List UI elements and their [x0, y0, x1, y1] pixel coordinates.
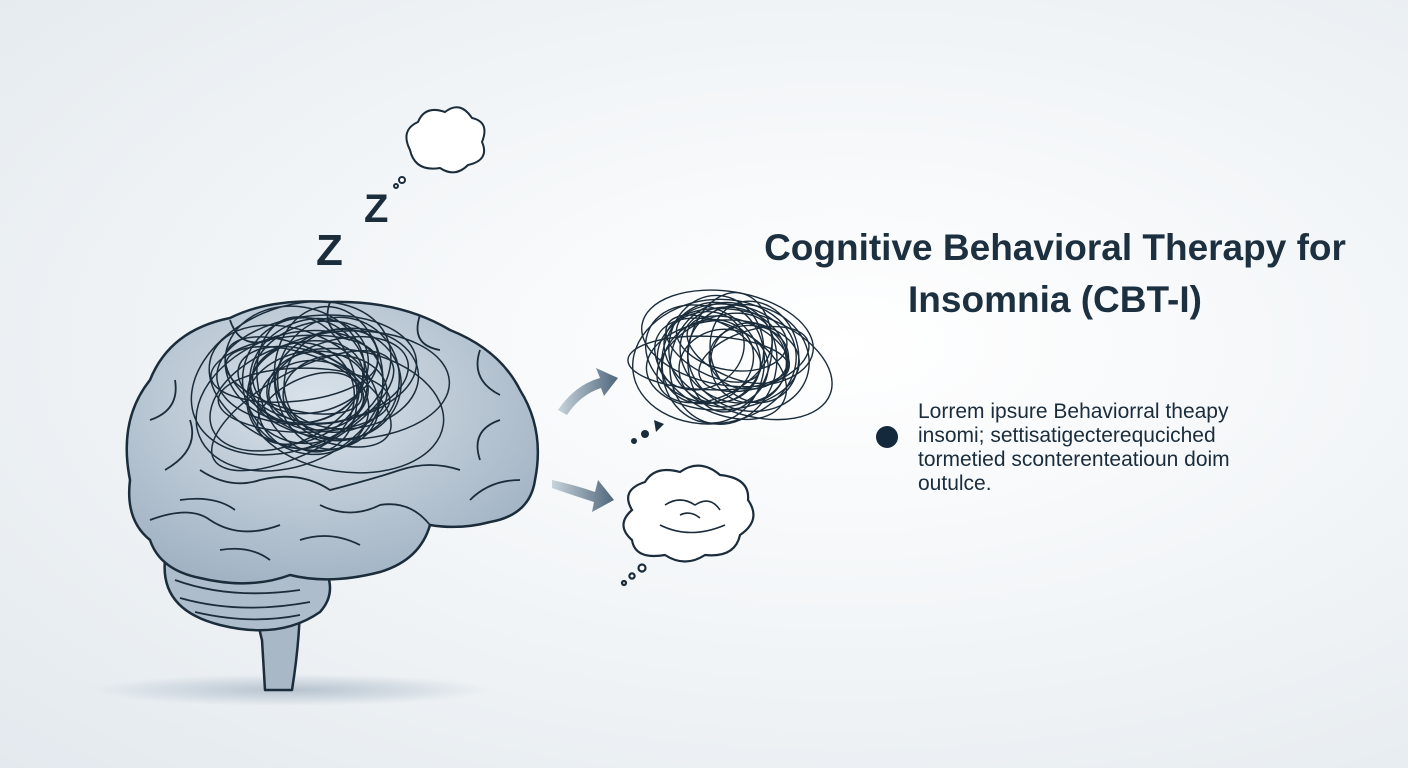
z-letter: Z — [316, 226, 343, 275]
scribble-loop — [668, 294, 765, 404]
scribble-loop — [654, 317, 788, 421]
thought-cloud-bottom-icon — [620, 464, 755, 587]
arrow-up-icon — [558, 368, 618, 415]
scribble-loop — [241, 317, 369, 445]
scribble-loop — [627, 335, 789, 391]
scribble-loop — [249, 317, 370, 424]
scribble-loop — [251, 320, 379, 415]
scribble-loop — [656, 310, 745, 391]
scribble-loop — [631, 298, 797, 425]
brain-icon — [125, 300, 540, 692]
dots-icon — [631, 420, 664, 444]
bullet-text: Lorrem ipsure Behaviorral theapy insomi;… — [918, 400, 1230, 495]
scribble-loop — [246, 347, 445, 474]
bullet-icon — [876, 426, 898, 448]
scribble-loop — [225, 345, 363, 415]
scribble-loop — [210, 334, 379, 403]
scribble-loop — [698, 325, 810, 393]
scribble-loop — [640, 289, 814, 388]
scribble-loop — [217, 367, 391, 434]
z-letter: Z — [364, 187, 388, 231]
page-title: Cognitive Behavioral Therapy for Insomni… — [764, 227, 1346, 320]
scribble-loop — [210, 350, 395, 472]
arrow-down-icon — [552, 480, 614, 512]
thought-cloud-top-icon — [393, 106, 486, 189]
scribble-loop — [190, 300, 392, 456]
sleep-z-icon: Z Z — [316, 187, 388, 275]
scribble-loop — [686, 303, 810, 413]
scribble-loop — [209, 339, 364, 452]
scribble-loop — [661, 318, 755, 405]
scribble-loop — [644, 304, 762, 404]
scribble-loop — [678, 328, 769, 408]
scribble-thought-icon — [627, 289, 833, 425]
